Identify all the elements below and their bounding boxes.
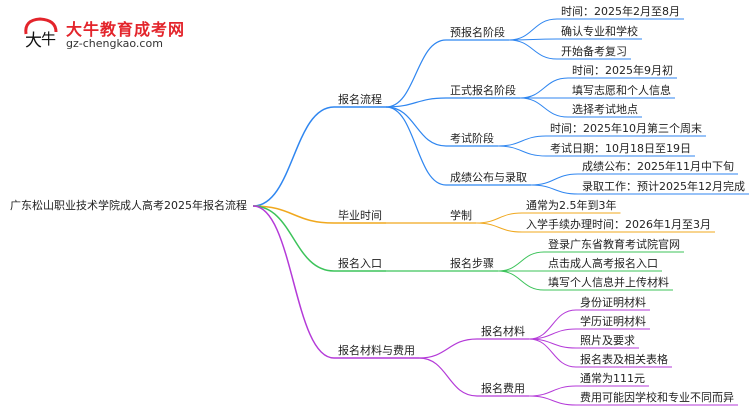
connector-curve — [519, 97, 569, 118]
leaf-node: 填写个人信息并上传材料 — [548, 276, 669, 289]
connector-curve — [497, 145, 547, 157]
leaf-node: 费用可能因学校和专业不同而异 — [580, 391, 734, 404]
connector-curve — [252, 205, 335, 359]
branch-materials-fees: 报名材料与费用 — [338, 344, 415, 357]
stage-results-admission: 成绩公布与录取 — [450, 171, 527, 184]
sub-registration-fees: 报名费用 — [481, 382, 525, 395]
leaf-node: 入学手续办理时间：2026年1月至3月 — [526, 218, 711, 231]
leaf-node: 时间：2025年10月第三个周末 — [550, 122, 702, 135]
leaf-node: 身份证明材料 — [580, 296, 646, 309]
connector-curve — [475, 212, 523, 224]
connector-curve — [508, 18, 558, 41]
leaf-node: 开始备考复习 — [561, 45, 627, 58]
stage-pre-registration: 预报名阶段 — [450, 26, 505, 39]
connector-curve — [508, 39, 558, 60]
stage-exam: 考试阶段 — [450, 132, 494, 145]
logo-url: gz-chengkao.com — [66, 37, 163, 50]
branch-graduation-time: 毕业时间 — [338, 209, 382, 222]
leaf-node: 通常为111元 — [580, 372, 645, 385]
connector-curve — [418, 338, 478, 359]
svg-text:大: 大 — [25, 31, 42, 51]
leaf-node: 学历证明材料 — [580, 315, 646, 328]
leaf-node: 选择考试地点 — [572, 103, 638, 116]
connector-curve — [530, 184, 579, 195]
leaf-node: 填写志愿和个人信息 — [572, 84, 671, 97]
connector-curve — [519, 77, 569, 99]
leaf-node: 考试日期：10月18日至19日 — [550, 142, 691, 155]
connector-curve — [418, 357, 478, 397]
leaf-node: 通常为2.5年到3年 — [526, 199, 617, 212]
connector-curve — [385, 97, 447, 108]
leaf-node: 录取工作：预计2025年12月完成 — [582, 180, 745, 193]
leaf-node: 确认专业和学校 — [561, 25, 638, 38]
leaf-node: 报名表及相关表格 — [580, 353, 668, 366]
connector-curve — [530, 173, 579, 186]
connector-curve — [528, 328, 577, 340]
connector-curve — [528, 338, 577, 368]
connector-curve — [528, 385, 577, 397]
connector-curve — [385, 106, 447, 147]
svg-text:牛: 牛 — [41, 30, 56, 48]
connector-curve — [528, 309, 577, 340]
leaf-node: 点击成人高考报名入口 — [548, 257, 658, 270]
leaf-node: 照片及要求 — [580, 334, 635, 347]
site-logo: 大 牛 大牛教育成考网 gz-chengkao.com — [20, 14, 184, 54]
leaf-node: 时间：2025年9月初 — [572, 64, 673, 77]
connector-curve — [385, 39, 447, 108]
stage-formal-registration: 正式报名阶段 — [450, 84, 516, 97]
connector-curve — [497, 270, 545, 291]
sub-registration-steps: 报名步骤 — [450, 257, 494, 270]
leaf-node: 登录广东省教育考试院官网 — [548, 238, 680, 251]
connector-curve — [497, 251, 545, 272]
connector-curve — [528, 395, 577, 406]
bull-logo-icon: 大 牛 — [24, 17, 58, 51]
mindmap-root: 广东松山职业技术学院成人高考2025年报名流程 — [10, 199, 247, 212]
connector-curve — [252, 106, 335, 207]
logo-title: 大牛教育成考网 — [66, 20, 186, 39]
sub-schooling-length: 学制 — [450, 209, 472, 222]
branch-registration-process: 报名流程 — [338, 93, 382, 106]
sub-registration-materials: 报名材料 — [481, 325, 525, 338]
connector-curve — [497, 135, 547, 147]
connector-curve — [252, 205, 335, 224]
leaf-node: 时间：2025年2月至8月 — [561, 5, 680, 18]
connector-curve — [475, 222, 523, 233]
leaf-node: 成绩公布：2025年11月中下旬 — [582, 160, 734, 173]
branch-registration-entry: 报名入口 — [338, 257, 382, 270]
connector-curve — [252, 205, 335, 272]
connector-curve — [385, 106, 447, 186]
